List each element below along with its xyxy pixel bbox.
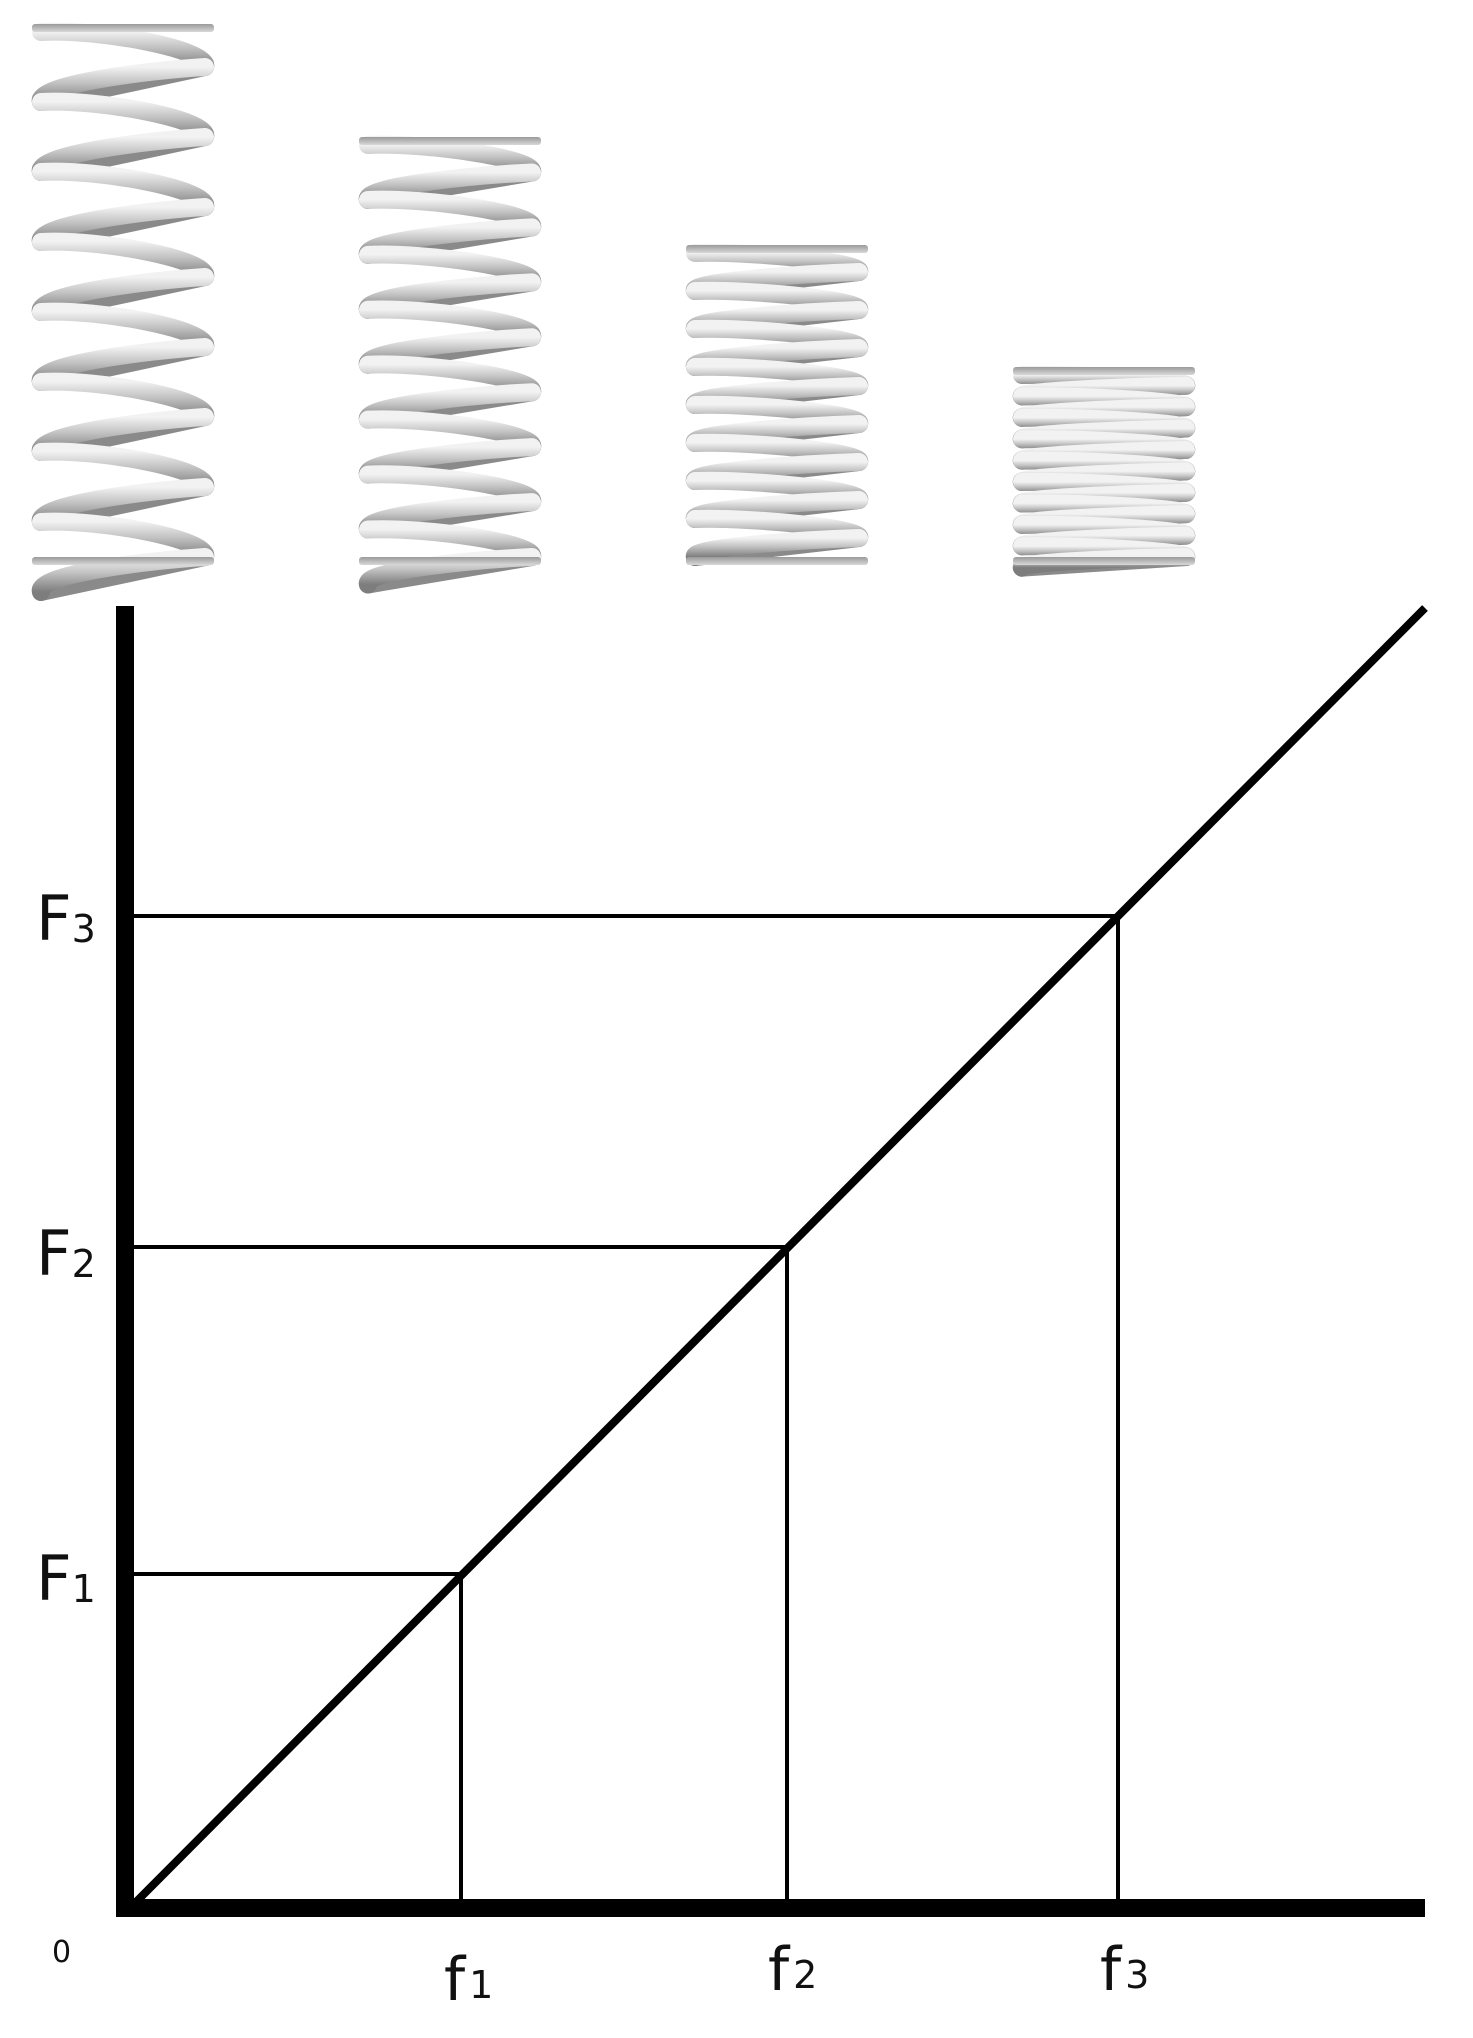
force-deflection-line <box>125 605 1428 1913</box>
spring-coil-back <box>32 58 214 601</box>
spring-bottom-end <box>359 557 541 565</box>
f2-sub: 2 <box>793 1953 817 1997</box>
F2-sub: 2 <box>72 1242 96 1286</box>
f1-main: f <box>444 1945 467 2015</box>
F2-main: F <box>36 1217 72 1290</box>
spring-compressed-2 <box>685 243 869 566</box>
spring-bottom-end <box>32 557 214 565</box>
spring-compressed-1 <box>359 135 541 594</box>
spring-top-end <box>1013 367 1195 375</box>
spring-top-end <box>32 24 214 32</box>
f3-sub: 3 <box>1125 1953 1149 1997</box>
guide-lines <box>132 914 1120 1910</box>
tick-label-F1: F1 <box>36 1542 96 1615</box>
F3-main: F <box>36 882 72 955</box>
springs-group <box>32 22 1196 601</box>
spring-top-end <box>359 137 541 145</box>
spring-compressed-3 <box>1012 365 1196 577</box>
spring-bottom-end <box>686 557 868 565</box>
f2-main: f <box>768 1935 791 2005</box>
spring-coil <box>685 529 868 566</box>
f3-main: f <box>1100 1935 1123 2005</box>
spring-bottom-end <box>1013 557 1195 565</box>
spring-uncompressed <box>32 22 214 601</box>
F1-sub: 1 <box>72 1567 96 1611</box>
tick-label-F3: F3 <box>36 882 96 955</box>
f1-sub: 1 <box>469 1963 493 2007</box>
tick-label-F2: F2 <box>36 1217 96 1290</box>
F3-sub: 3 <box>72 907 96 951</box>
spring-top-end <box>686 245 868 253</box>
F1-main: F <box>36 1542 72 1615</box>
origin-label: 0 <box>52 1935 71 1970</box>
